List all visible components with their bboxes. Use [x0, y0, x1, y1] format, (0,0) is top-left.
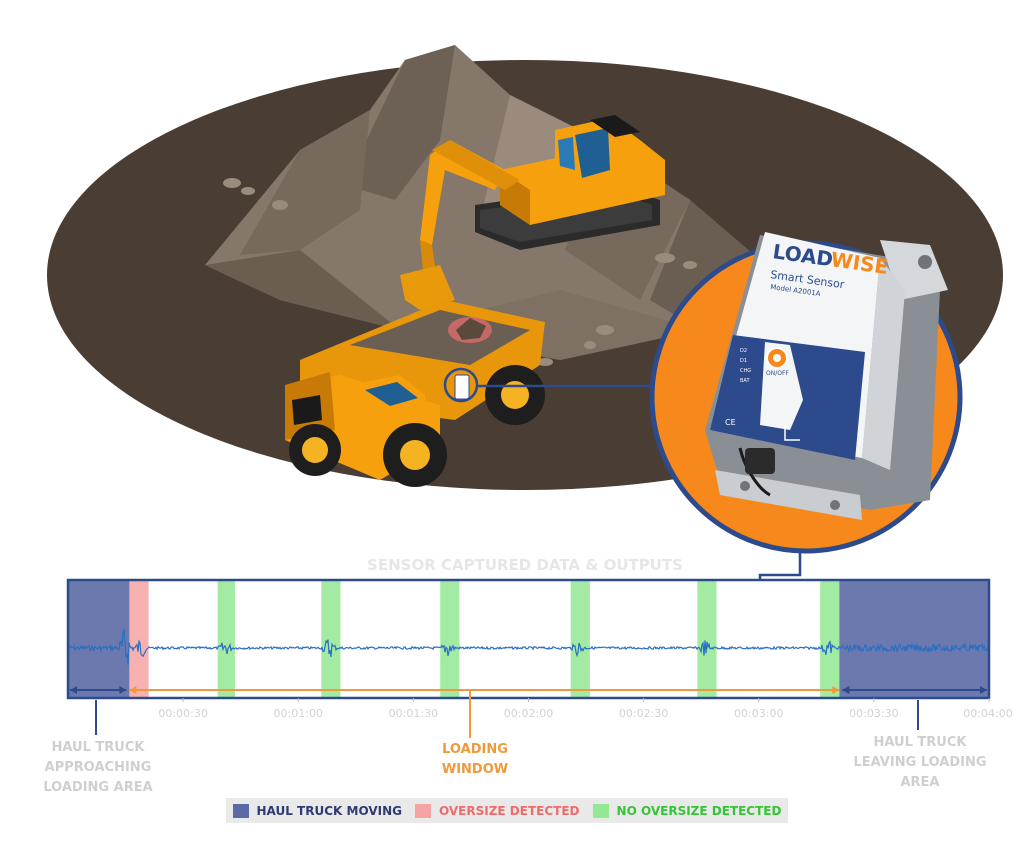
loading-window-arrow-head-right [832, 686, 840, 694]
legend-item-moving: HAUL TRUCK MOVING [232, 803, 402, 818]
legend-swatch-moving [232, 803, 249, 818]
region-no-oversize-detected [217, 580, 235, 698]
legend-swatch-oversize [415, 803, 432, 818]
approach-arrow-head-right [119, 686, 127, 694]
rocks [223, 178, 697, 366]
tick-label: 00:04:00 [963, 707, 1013, 720]
region-no-oversize-detected [321, 580, 341, 698]
tick-label: 00:02:00 [503, 707, 554, 720]
led-d2: D2 [740, 348, 747, 354]
region-haul-truck-moving [839, 580, 989, 698]
led-bat: BAT [740, 378, 750, 384]
tick-label: 00:03:30 [849, 707, 899, 720]
chart-regions [68, 580, 989, 698]
legend-item-no-oversize: NO OVERSIZE DETECTED [592, 803, 782, 818]
leaving-annotation: HAUL TRUCK LEAVING LOADING AREA [853, 735, 987, 790]
button-label: ON/OFF [766, 370, 789, 377]
chart-signal [67, 628, 990, 665]
loading-window-annotation: LOADING WINDOW [441, 742, 509, 777]
region-no-oversize-detected [697, 580, 717, 698]
legend-label-moving: HAUL TRUCK MOVING [256, 803, 402, 818]
legend: HAUL TRUCK MOVING OVERSIZE DETECTED NO O… [226, 798, 788, 823]
tick-label: 00:01:00 [273, 707, 323, 720]
chart-arrows [70, 686, 987, 694]
sensor-data-chart [66, 578, 991, 702]
region-oversize-detected [129, 580, 149, 698]
ce-mark: CE [725, 418, 736, 427]
tick-label: 00:02:30 [618, 707, 669, 720]
approaching-annotation: HAUL TRUCK APPROACHING LOADING AREA [43, 740, 153, 795]
legend-item-oversize: OVERSIZE DETECTED [415, 803, 580, 818]
excavator [400, 115, 665, 310]
legend-swatch-no-oversize [592, 803, 609, 818]
approach-arrow-head-left [70, 686, 77, 694]
panel-title: SENSOR CAPTURED DATA & OUTPUTS [367, 556, 683, 574]
region-haul-truck-moving [68, 580, 130, 698]
led-d1: D1 [740, 358, 747, 364]
region-no-oversize-detected [440, 580, 460, 698]
vibration-signal [67, 628, 990, 665]
region-no-oversize-detected [820, 580, 840, 698]
loading-window-arrow-head-left [129, 686, 137, 694]
region-no-oversize-detected [570, 580, 590, 698]
chart-ticks [182, 698, 990, 702]
legend-label-no-oversize: NO OVERSIZE DETECTED [616, 803, 782, 818]
data-callout-line [758, 551, 802, 580]
tick-label: 00:01:30 [388, 707, 439, 720]
led-chg: CHG [740, 368, 751, 374]
leaving-arrow-head-left [842, 686, 850, 694]
tick-label: 00:03:00 [734, 707, 784, 720]
haul-truck [285, 300, 545, 487]
leaving-arrow-head-right [980, 686, 987, 694]
truck-wheels [289, 365, 545, 487]
tick-label: 00:00:30 [158, 707, 208, 720]
smart-sensor-device: LOAD WISE Smart Sensor Model A2001A ON/O… [705, 232, 948, 520]
legend-label-oversize: OVERSIZE DETECTED [439, 803, 580, 818]
